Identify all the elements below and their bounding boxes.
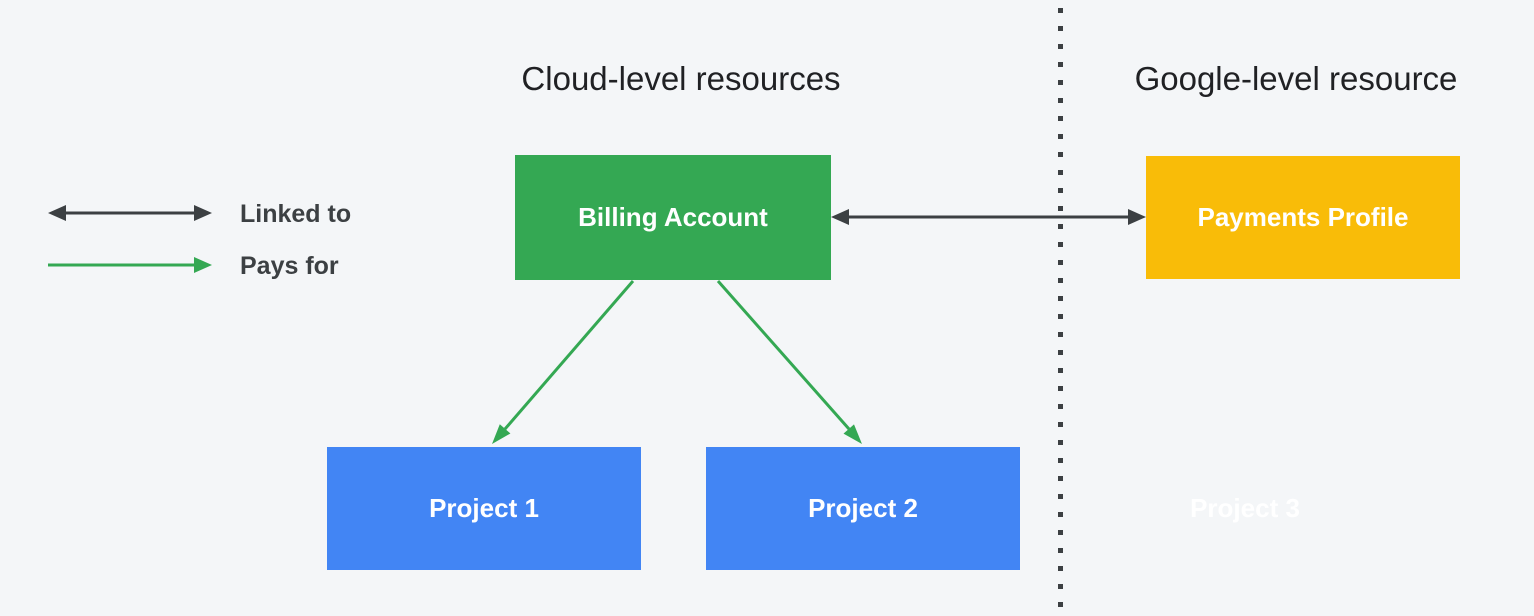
node-project-2: Project 2 xyxy=(706,447,1020,570)
edge-billing-project2-arrowhead xyxy=(843,424,862,444)
node-payments-profile-label: Payments Profile xyxy=(1197,202,1409,232)
node-billing-account-label: Billing Account xyxy=(578,202,768,232)
legend-linked-arrowhead-right xyxy=(194,205,212,221)
legend-pays-arrow xyxy=(48,257,212,273)
edge-billing-project1-pays-arrow xyxy=(492,280,635,444)
cloud-level-section-title: Cloud-level resources xyxy=(521,60,841,97)
legend-linked-arrow xyxy=(48,205,212,221)
node-payments-profile: Payments Profile xyxy=(1146,156,1460,279)
edge-billing-project1-arrowhead xyxy=(492,424,511,444)
node-project-3-ghost: Project 3 xyxy=(1088,447,1402,570)
edge-billing-payments-arrowhead-right xyxy=(1128,209,1146,225)
node-project-2-label: Project 2 xyxy=(808,493,918,523)
edge-billing-payments-arrowhead-left xyxy=(831,209,849,225)
edge-billing-payments-linked-arrow xyxy=(831,209,1146,225)
legend-linked-label: Linked to xyxy=(240,200,352,228)
edge-billing-project1-line xyxy=(503,280,635,430)
node-project-1-label: Project 1 xyxy=(429,493,539,523)
legend-pays-arrowhead xyxy=(194,257,212,273)
node-project-1: Project 1 xyxy=(327,447,641,570)
legend-linked-arrowhead-left xyxy=(48,205,66,221)
google-level-section-title: Google-level resource xyxy=(1134,60,1458,97)
node-billing-account: Billing Account xyxy=(515,155,831,280)
edge-billing-project2-pays-arrow xyxy=(716,280,862,444)
legend-pays-label: Pays for xyxy=(240,252,339,280)
edge-billing-project2-line xyxy=(716,280,851,430)
node-project-3-label: Project 3 xyxy=(1190,493,1300,523)
